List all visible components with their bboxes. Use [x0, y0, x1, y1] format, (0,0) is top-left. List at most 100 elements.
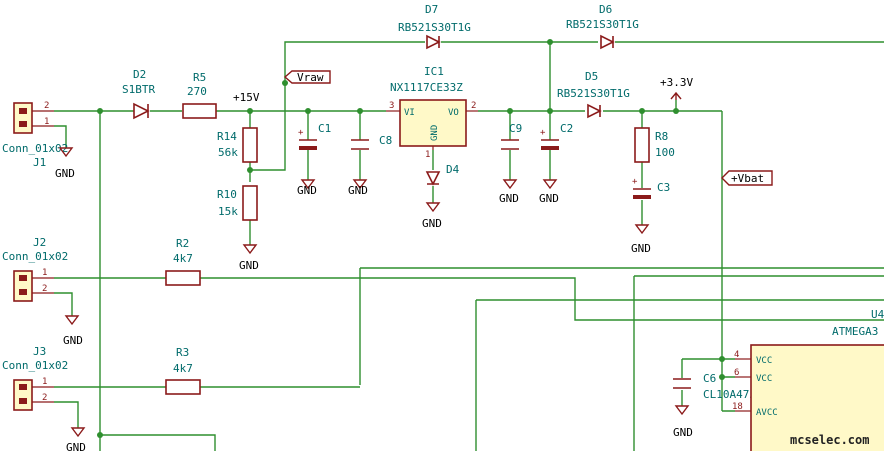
resistor-r8[interactable]: R8 100 [634, 127, 675, 163]
svg-text:+: + [632, 177, 638, 187]
gnd-label-d4: GND [422, 217, 442, 230]
ic1-pin1-number: 1 [425, 150, 430, 160]
d7-value: RB521S30T1G [398, 21, 471, 34]
watermark: mcselec.com [790, 433, 869, 447]
capacitor-c2[interactable]: + C2 [540, 122, 573, 150]
r3-ref: R3 [176, 346, 189, 359]
r2-ref: R2 [176, 237, 189, 250]
r8-ref: R8 [655, 130, 668, 143]
diode-d6[interactable]: D6 RB521S30T1G [566, 3, 639, 50]
gnd-label-c3: GND [631, 242, 651, 255]
c6-ref: C6 [703, 372, 716, 385]
capacitor-c8[interactable]: C8 [351, 134, 392, 150]
svg-text:+: + [298, 128, 304, 138]
diode-d5[interactable]: D5 RB521S30T1G [557, 70, 630, 119]
connector-j1[interactable]: 2 1 Conn_01x02 J1 [2, 101, 68, 169]
resistor-r10[interactable]: R10 15k [217, 185, 258, 221]
d5-ref: D5 [585, 70, 598, 83]
svg-text:+: + [540, 128, 546, 138]
power-15v: +15V [233, 91, 260, 104]
j2-ref: J2 [33, 236, 46, 249]
diode-d4[interactable]: D4 [425, 163, 460, 186]
resistor-r14[interactable]: R14 56k [217, 127, 258, 163]
r3-value: 4k7 [173, 362, 193, 375]
gnd-symbol-c6: GND [673, 405, 693, 439]
d2-ref: D2 [133, 68, 146, 81]
regulator-ic1[interactable]: 3 2 1 VI VO GND IC1 NX1117CE33Z [386, 65, 478, 160]
diode-d7[interactable]: D7 RB521S30T1G [398, 3, 471, 50]
d5-value: RB521S30T1G [557, 87, 630, 100]
gnd-label-c1: GND [297, 184, 317, 197]
gnd-label-j2: GND [63, 334, 83, 347]
u4-pin-18-name: AVCC [756, 408, 778, 418]
u4-pin-4-number: 4 [734, 350, 739, 360]
resistor-r3[interactable]: R3 4k7 [165, 346, 201, 395]
d6-ref: D6 [599, 3, 612, 16]
u4-pin-18-number: 18 [732, 402, 743, 412]
power-3v3: +3.3V [660, 76, 693, 100]
c9-ref: C9 [509, 122, 522, 135]
gnd-label-c2: GND [539, 192, 559, 205]
r14-value: 56k [218, 146, 238, 159]
r2-value: 4k7 [173, 252, 193, 265]
capacitor-c3[interactable]: + C3 [632, 177, 670, 199]
ic1-value: NX1117CE33Z [390, 81, 463, 94]
d2-value: S1BTR [122, 83, 155, 96]
u4-pin-4-name: VCC [756, 356, 772, 366]
r5-ref: R5 [193, 71, 206, 84]
u4-ref: U4 [871, 308, 884, 321]
gnd-symbol-c1: GND [297, 179, 317, 197]
j1-value: Conn_01x02 [2, 142, 68, 155]
connector-j2[interactable]: 1 2 J2 Conn_01x02 [2, 236, 68, 302]
gnd-symbol-j2: GND [63, 315, 83, 347]
gnd-symbol-c9: GND [499, 179, 519, 205]
gnd-label-j3: GND [66, 441, 86, 451]
r14-ref: R14 [217, 130, 237, 143]
u4-pin-6-number: 6 [734, 368, 739, 378]
c8-ref: C8 [379, 134, 392, 147]
net-label-vbat-text: +Vbat [731, 172, 764, 185]
c1-ref: C1 [318, 122, 331, 135]
j2-value: Conn_01x02 [2, 250, 68, 263]
gnd-symbol-c3: GND [631, 224, 651, 255]
ic1-gnd-label: GND [430, 125, 440, 141]
j3-pin2-number: 2 [42, 393, 47, 403]
net-label-vraw: Vraw [283, 70, 331, 84]
gnd-label-c6: GND [673, 426, 693, 439]
connector-j3[interactable]: 1 2 J3 Conn_01x02 [2, 345, 68, 411]
resistor-r2[interactable]: R2 4k7 [165, 237, 201, 286]
gnd-symbol-c2: GND [539, 179, 559, 205]
capacitor-c1[interactable]: + C1 [298, 122, 331, 150]
u4-value: ATMEGA3 [832, 325, 878, 338]
diode-d2[interactable]: D2 S1BTR [122, 68, 155, 120]
gnd-symbol-c8: GND [348, 179, 368, 197]
d6-value: RB521S30T1G [566, 18, 639, 31]
capacitor-c9[interactable]: C9 [501, 122, 522, 150]
u4-pin-6-name: VCC [756, 374, 772, 384]
net-label-vraw-text: Vraw [297, 71, 324, 84]
c3-ref: C3 [657, 181, 670, 194]
j3-pin1-number: 1 [42, 377, 47, 387]
junctions [97, 39, 725, 438]
ic1-pin3-number: 3 [389, 101, 394, 111]
gnd-symbol-r10: GND [239, 244, 259, 272]
ic1-vo-label: VO [448, 108, 459, 118]
j3-value: Conn_01x02 [2, 359, 68, 372]
gnd-symbol-j1: GND [55, 147, 75, 180]
gnd-label-r10: GND [239, 259, 259, 272]
ic1-pin2-number: 2 [471, 101, 476, 111]
resistor-r5[interactable]: R5 270 [182, 71, 217, 119]
r10-ref: R10 [217, 188, 237, 201]
gnd-label-c9: GND [499, 192, 519, 205]
j2-pin2-number: 2 [42, 284, 47, 294]
j1-pin1-number: 1 [44, 117, 49, 127]
power-15v-label: +15V [233, 91, 260, 104]
power-3v3-label: +3.3V [660, 76, 693, 89]
c2-ref: C2 [560, 122, 573, 135]
r5-value: 270 [187, 85, 207, 98]
j1-pin2-number: 2 [44, 101, 49, 111]
r8-value: 100 [655, 146, 675, 159]
ic1-ref: IC1 [424, 65, 444, 78]
mcu-u4[interactable]: 4 6 18 VCC VCC AVCC U4 ATMEGA3 [732, 308, 884, 451]
